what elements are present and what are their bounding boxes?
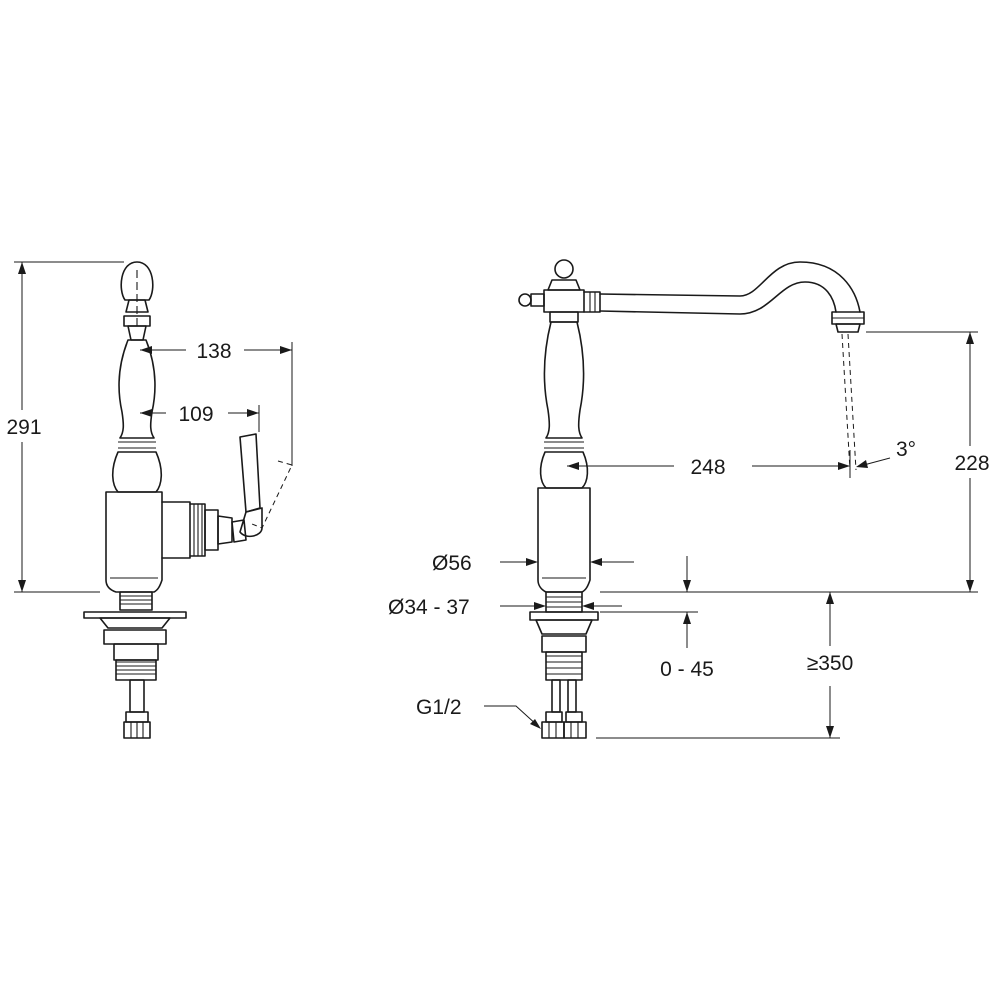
dim-spout-reach: 248 <box>690 456 725 479</box>
front-view: 248 3° 228 Ø56 Ø34 - 37 0 - 45 ≥350 <box>388 259 998 739</box>
dim-height-overall: 291 <box>6 416 41 439</box>
dim-hose-length: ≥350 <box>807 652 854 675</box>
side-view: 291 138 109 <box>0 261 293 739</box>
front-top-knob <box>554 259 574 279</box>
front-hose-left <box>551 679 561 713</box>
side-top-knob <box>120 261 154 301</box>
dim-hole-diameter: Ø34 - 37 <box>388 596 470 619</box>
front-hose-right <box>567 679 577 713</box>
water-stream <box>841 333 851 471</box>
dim-connection-thread: G1/2 <box>416 696 462 719</box>
front-spout <box>599 261 861 315</box>
front-body <box>537 487 591 593</box>
side-lever-swing <box>251 460 293 529</box>
front-column <box>543 321 585 439</box>
dim-deck-thickness: 0 - 45 <box>660 658 714 681</box>
dim-spout-angle: 3° <box>896 438 916 461</box>
side-column <box>118 339 156 439</box>
dim-body-diameter: Ø56 <box>432 552 472 575</box>
front-side-knob <box>518 293 532 307</box>
side-lever <box>239 433 261 513</box>
side-body <box>105 491 163 593</box>
side-deck-plate <box>83 611 187 619</box>
dim-spout-height: 228 <box>954 452 989 475</box>
dim-reach-lever-axis: 109 <box>178 403 213 426</box>
dim-reach-lever-outer: 138 <box>196 340 231 363</box>
